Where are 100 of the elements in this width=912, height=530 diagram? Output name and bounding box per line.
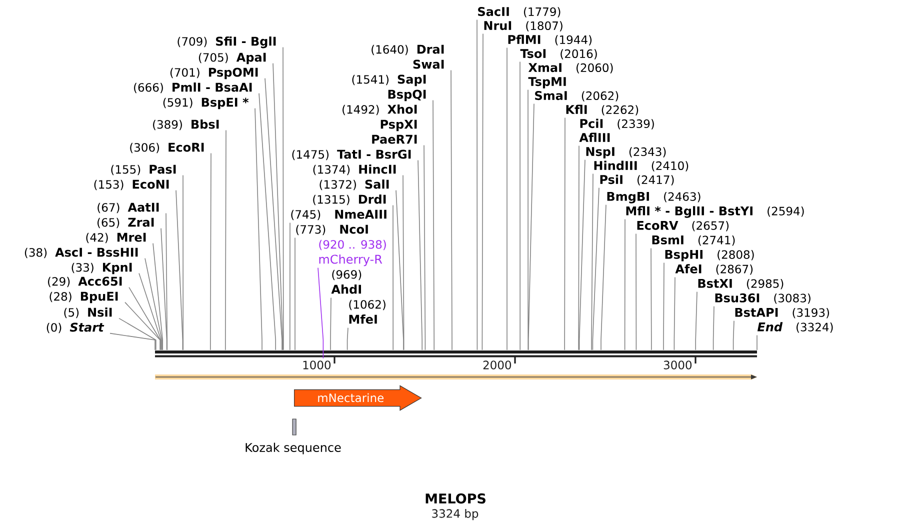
enzyme-label: (153) EcoNI (94, 180, 169, 190)
enzyme-label: BstXI (2985) (698, 279, 784, 290)
map-end-label: (0) Start (46, 322, 104, 334)
tick-label: 1000 (303, 360, 331, 370)
sequence-length: 3324 bp (432, 508, 478, 520)
leader-line (528, 103, 534, 350)
enzyme-label: BmgBI (2463) (607, 192, 700, 204)
map-end-label: End (3324) (757, 322, 833, 333)
enzyme-label: (65) ZraI (98, 218, 154, 228)
enzyme-label: (701) PspOMI (170, 68, 258, 80)
leader-line (695, 291, 698, 350)
leader-line (258, 92, 276, 350)
enzyme-label: PflMI (1944) (508, 34, 592, 46)
leader-line (650, 248, 652, 350)
leader-line (506, 47, 508, 350)
enzyme-label: (306) EcoRI (130, 142, 204, 154)
enzyme-label: (28) BpuEI (50, 292, 118, 304)
enzyme-label: (705) ApaI (198, 52, 266, 64)
leader-line (294, 237, 296, 350)
enzyme-label: (1372) SalI (320, 180, 389, 190)
enzyme-label: SacII (1779) (478, 7, 560, 18)
enzyme-label: EcoRV (2657) (637, 221, 729, 232)
enzyme-label: BstAPI (3193) (735, 308, 830, 318)
leader-line (138, 272, 162, 350)
enzyme-label: AfeI (2867) (675, 264, 753, 275)
enzyme-label: Bsu36I (3083) (715, 293, 810, 304)
leader-line (144, 258, 162, 350)
enzyme-label: PsiI (2417) (600, 174, 674, 186)
leader-line (110, 332, 156, 350)
enzyme-label: (67) AatII (98, 202, 159, 214)
leader-line (432, 100, 434, 350)
leader-line (592, 187, 600, 350)
enzyme-label: (1492) XhoI PspXI PaeR7I (342, 104, 417, 144)
enzyme-label: (33) KpnI (72, 262, 132, 274)
enzyme-label: (42) MreI (86, 232, 146, 244)
enzyme-label: NruI (1807) (484, 21, 562, 32)
enzyme-label: MflI * - BglII - BstYI (2594) (626, 206, 804, 218)
enzyme-label: (1640) DraI SwaI (372, 44, 444, 69)
leader-line (402, 174, 404, 350)
leader-line (396, 190, 404, 350)
enzyme-label: (1475) TatI - BsrGI (292, 150, 411, 160)
leader-line (392, 204, 394, 350)
leader-line (128, 286, 161, 350)
enzyme-label: KflI (2262) (566, 104, 638, 116)
leader-line (152, 242, 163, 350)
leader-line (578, 145, 580, 350)
enzyme-label: (1315) DrdI (313, 194, 386, 206)
enzyme-label: (709) SfiI - BglI (178, 36, 276, 48)
leader-line (282, 46, 284, 350)
gene-feature: mNectarine (294, 385, 422, 411)
enzyme-label: SmaI (2062) (535, 91, 618, 102)
enzyme-label: (745) NmeAIII (291, 210, 386, 220)
leader-line (254, 108, 262, 350)
leader-line (591, 173, 594, 350)
enzyme-label: (38) AscI - BssHII (24, 248, 138, 258)
enzyme-label: (1374) HincII (313, 164, 396, 176)
leader-line (564, 117, 566, 350)
leader-line (225, 130, 226, 350)
leader-line (182, 174, 184, 350)
enzyme-label: (666) PmlI - BsaAI (134, 82, 252, 94)
enzyme-label: PciI (2339) AflIII (579, 118, 654, 142)
enzyme-label: (591) BspEI * (163, 98, 249, 110)
enzyme-label: (1062) MfeI (349, 300, 386, 324)
feature-band (155, 374, 757, 380)
leader-line (330, 297, 332, 350)
tick-label: 3000 (664, 360, 692, 370)
tick-label: 2000 (483, 360, 512, 370)
enzyme-label: (969) AhdI (331, 270, 362, 294)
leader-line (674, 276, 676, 350)
dna-backbone (155, 350, 757, 358)
enzyme-label: (389) BbsI (153, 120, 219, 130)
leader-line (450, 70, 452, 350)
leader-line (482, 33, 484, 350)
leader-line (756, 334, 758, 350)
enzyme-label: XmaI (2060) TspMI (528, 63, 613, 88)
enzyme-label: BsmI (2741) (652, 236, 735, 246)
leader-line (712, 306, 714, 350)
enzyme-label: BspHI (2808) (665, 250, 754, 262)
enzyme-label: HindIII (2410) (594, 160, 688, 172)
primer-label: (920 .. 938) mCherry-R (319, 240, 386, 266)
leader-line (732, 320, 734, 350)
leader-line (166, 212, 168, 350)
leader-line (636, 233, 637, 350)
enzyme-label: NspI (2343) (586, 147, 666, 158)
leader-line (476, 19, 478, 350)
leader-line (124, 302, 160, 350)
leader-line (118, 318, 156, 350)
leader-line (272, 62, 284, 350)
enzyme-label: (29) Acc65I (48, 276, 122, 288)
leader-line (578, 159, 586, 350)
enzyme-label: (1541) SapI BspQI (352, 74, 426, 102)
leader-line (318, 267, 324, 359)
leader-line (264, 78, 282, 350)
leader-line (210, 152, 212, 350)
map-title: MELOPS (426, 493, 486, 504)
leader-line (600, 204, 606, 350)
enzyme-label: (773) NcoI (296, 224, 368, 236)
leader-line (624, 218, 626, 350)
leader-line (346, 327, 348, 350)
leader-line (418, 160, 422, 350)
